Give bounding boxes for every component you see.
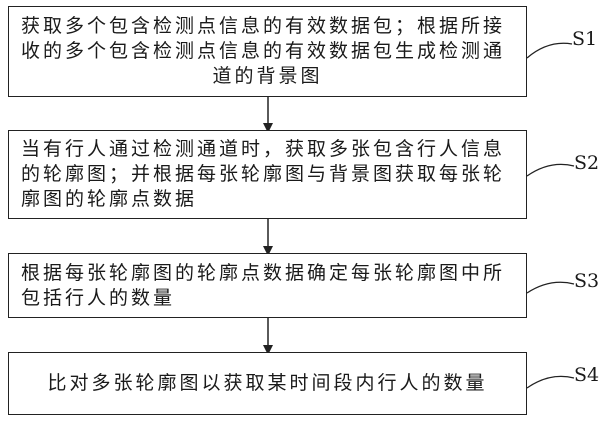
leader-line-s4 bbox=[526, 375, 575, 389]
step-box-s2: 当有行人通过检测通道时，获取多张包含行人信息的轮廓图；并根据每张轮廓图与背景图获… bbox=[8, 130, 527, 219]
step-text-s2: 当有行人通过检测通道时，获取多张包含行人信息的轮廓图；并根据每张轮廓图与背景图获… bbox=[21, 138, 506, 210]
leader-line-s3 bbox=[526, 281, 575, 294]
step-box-s1: 获取多个包含检测点信息的有效数据包；根据所接收的多个包含检测点信息的有效数据包生… bbox=[8, 6, 527, 97]
step-box-s4: 比对多张轮廓图以获取某时间段内行人的数量 bbox=[8, 352, 527, 415]
step-label-s1: S1 bbox=[572, 28, 598, 50]
leader-line-s2 bbox=[526, 163, 575, 177]
step-label-s4: S4 bbox=[574, 364, 600, 386]
step-text-s3: 根据每张轮廓图的轮廓点数据确定每张轮廓图中所包括行人的数量 bbox=[21, 261, 506, 309]
step-label-s3: S3 bbox=[574, 270, 600, 292]
leader-line-s1 bbox=[526, 42, 573, 59]
step-box-s3: 根据每张轮廓图的轮廓点数据确定每张轮廓图中所包括行人的数量 bbox=[8, 253, 527, 318]
step-text-s4: 比对多张轮廓图以获取某时间段内行人的数量 bbox=[47, 372, 488, 394]
step-label-s2: S2 bbox=[574, 152, 600, 174]
step-text-s1: 获取多个包含检测点信息的有效数据包；根据所接收的多个包含检测点信息的有效数据包生… bbox=[21, 15, 506, 87]
